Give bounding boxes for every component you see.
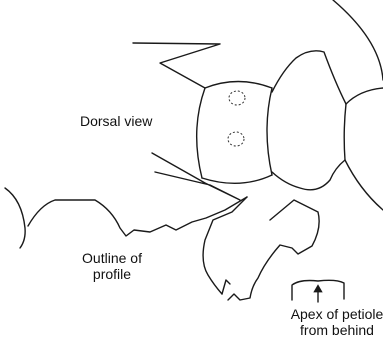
outline-label-line-2: profile (74, 266, 150, 282)
propodeum-outline (5, 188, 25, 248)
profile-postpetiole (228, 200, 319, 300)
apex-of-petiole-label: Apex of petiole from behind (290, 306, 383, 338)
lower-spine (152, 153, 240, 200)
dorsal-view-label: Dorsal view (80, 113, 152, 129)
gaster-outline (333, 0, 383, 210)
apex-label-line-1: Apex of petiole (290, 306, 383, 322)
apex-label-line-2: from behind (290, 322, 383, 338)
apex-outline (292, 280, 344, 302)
lower-spiracle (228, 132, 244, 146)
outline-of-profile-label: Outline of profile (74, 250, 150, 282)
outline-label-line-1: Outline of (74, 250, 150, 266)
dorsal-petiole (197, 82, 272, 184)
upper-spine (133, 43, 220, 88)
profile-dorsum (28, 197, 247, 236)
profile-petiole (203, 197, 247, 294)
profile-outline (5, 188, 319, 300)
dorsal-postpetiole (272, 0, 383, 210)
upper-spiracle (229, 91, 245, 105)
